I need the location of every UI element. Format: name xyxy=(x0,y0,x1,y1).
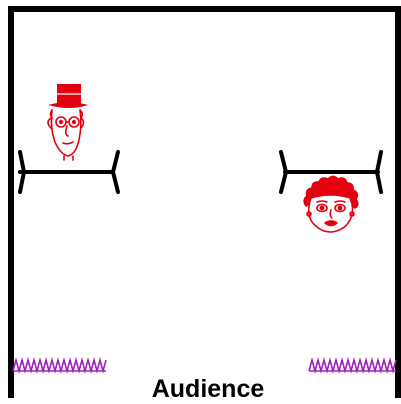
audience-label: Audience xyxy=(152,375,265,403)
left-curtain-fringe xyxy=(13,360,106,371)
woman-with-curly-hair-icon xyxy=(304,177,358,233)
right-curtain-fringe xyxy=(309,360,396,371)
man-with-top-hat-icon xyxy=(48,84,88,160)
left-platform xyxy=(20,152,118,192)
